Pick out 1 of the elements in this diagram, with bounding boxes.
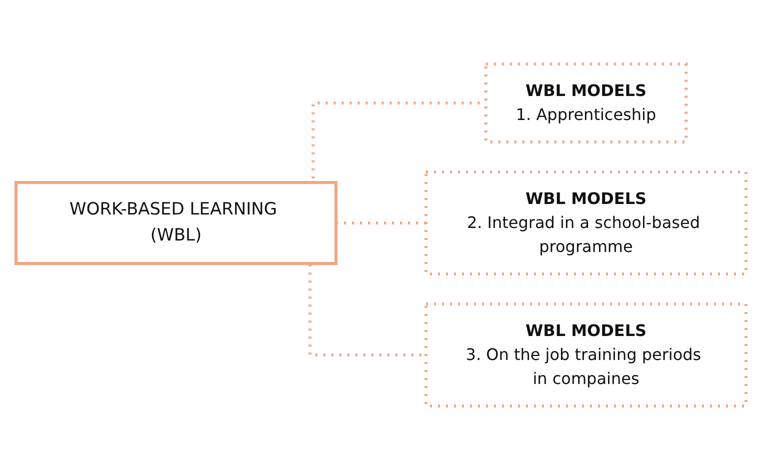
node-box: WORK-BASED LEARNING (WBL) xyxy=(14,180,337,264)
